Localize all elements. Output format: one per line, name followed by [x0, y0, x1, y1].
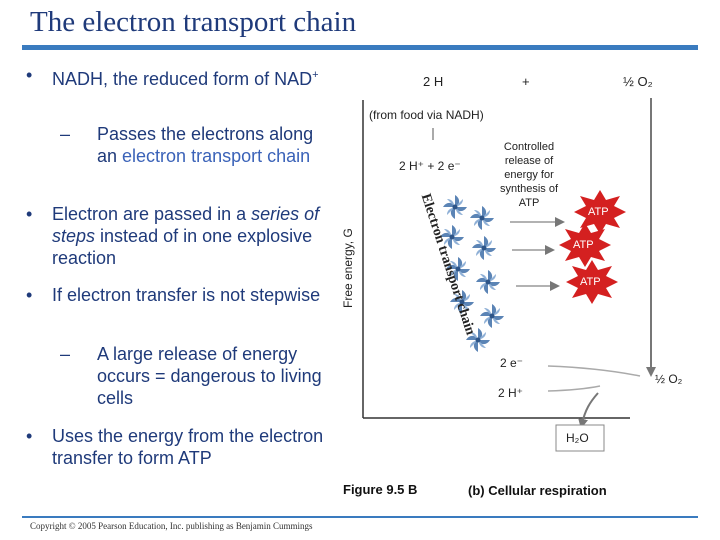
top-oxygen-label: ½ O₂: [623, 74, 653, 89]
dash-mark: –: [60, 344, 71, 364]
electron-to-oxygen-curve: [547, 365, 641, 377]
electron-carrier-icon: [443, 195, 467, 219]
from-food-label: (from food via NADH): [369, 108, 484, 122]
atp-label-2: ATP: [573, 239, 594, 251]
atp-label-1: ATP: [588, 206, 609, 218]
controlled-release-label: Controlled release of energy for synthes…: [499, 141, 559, 209]
bullet-series-emphasis: series of steps: [52, 204, 320, 246]
atp-burst-icon: [559, 223, 611, 267]
bullet-series-text-a: Electron are passed in a: [52, 204, 252, 224]
water-box: [555, 424, 605, 452]
top-plus-label: +: [522, 74, 530, 89]
bullet-mark: •: [26, 204, 33, 224]
y-axis-label: Free energy, G: [341, 228, 355, 308]
to-water-arrow: [578, 392, 599, 429]
bullet-not-stepwise-text: If electron transfer is not stepwise: [52, 285, 321, 305]
bullet-mark: •: [26, 285, 33, 305]
bullet-mark: •: [26, 65, 33, 85]
electron-carrier-icon: [476, 270, 500, 294]
protons-electrons-label: 2 H⁺ + 2 e⁻: [399, 159, 461, 173]
page-title: The electron transport chain: [30, 6, 357, 38]
electrons-bottom-label: 2 e⁻: [500, 356, 524, 370]
title-divider: [22, 45, 698, 50]
electron-carrier-icon: [470, 206, 494, 230]
electron-carrier-icon: [480, 304, 504, 328]
etc-highlight: electron transport chain: [122, 146, 311, 166]
bullet-mark: •: [26, 426, 33, 446]
top-2h-label: 2 H: [423, 74, 444, 89]
copyright: Copyright © 2005 Pearson Education, Inc.…: [30, 521, 313, 531]
atp-burst-icon: [574, 190, 626, 234]
bullet-large-release-text: A large release of energy occurs = dange…: [97, 344, 322, 408]
bullet-series-text-b: instead of in one explosive reaction: [52, 226, 313, 268]
water-label: H₂O: [566, 431, 589, 445]
nad-superscript: +: [312, 69, 319, 81]
dash-mark: –: [60, 124, 71, 144]
bullet-passes-text: Passes the electrons along an: [97, 124, 314, 166]
figure-caption: (b) Cellular respiration: [468, 483, 607, 498]
bullet-atp-text: Uses the energy from the electron transf…: [52, 426, 324, 468]
atp-label-3: ATP: [580, 276, 601, 288]
figure-number: Figure 9.5 B: [343, 482, 418, 497]
electron-carrier-icon: [472, 236, 496, 260]
bullet-nadh-text: NADH, the reduced form of NAD: [52, 69, 313, 89]
oxygen-bottom-label: ½ O₂: [655, 372, 683, 386]
footer-divider: [22, 516, 698, 518]
atp-burst-icon: [566, 260, 618, 304]
proton-to-oxygen-curve: [547, 385, 601, 392]
protons-bottom-label: 2 H⁺: [498, 386, 524, 400]
